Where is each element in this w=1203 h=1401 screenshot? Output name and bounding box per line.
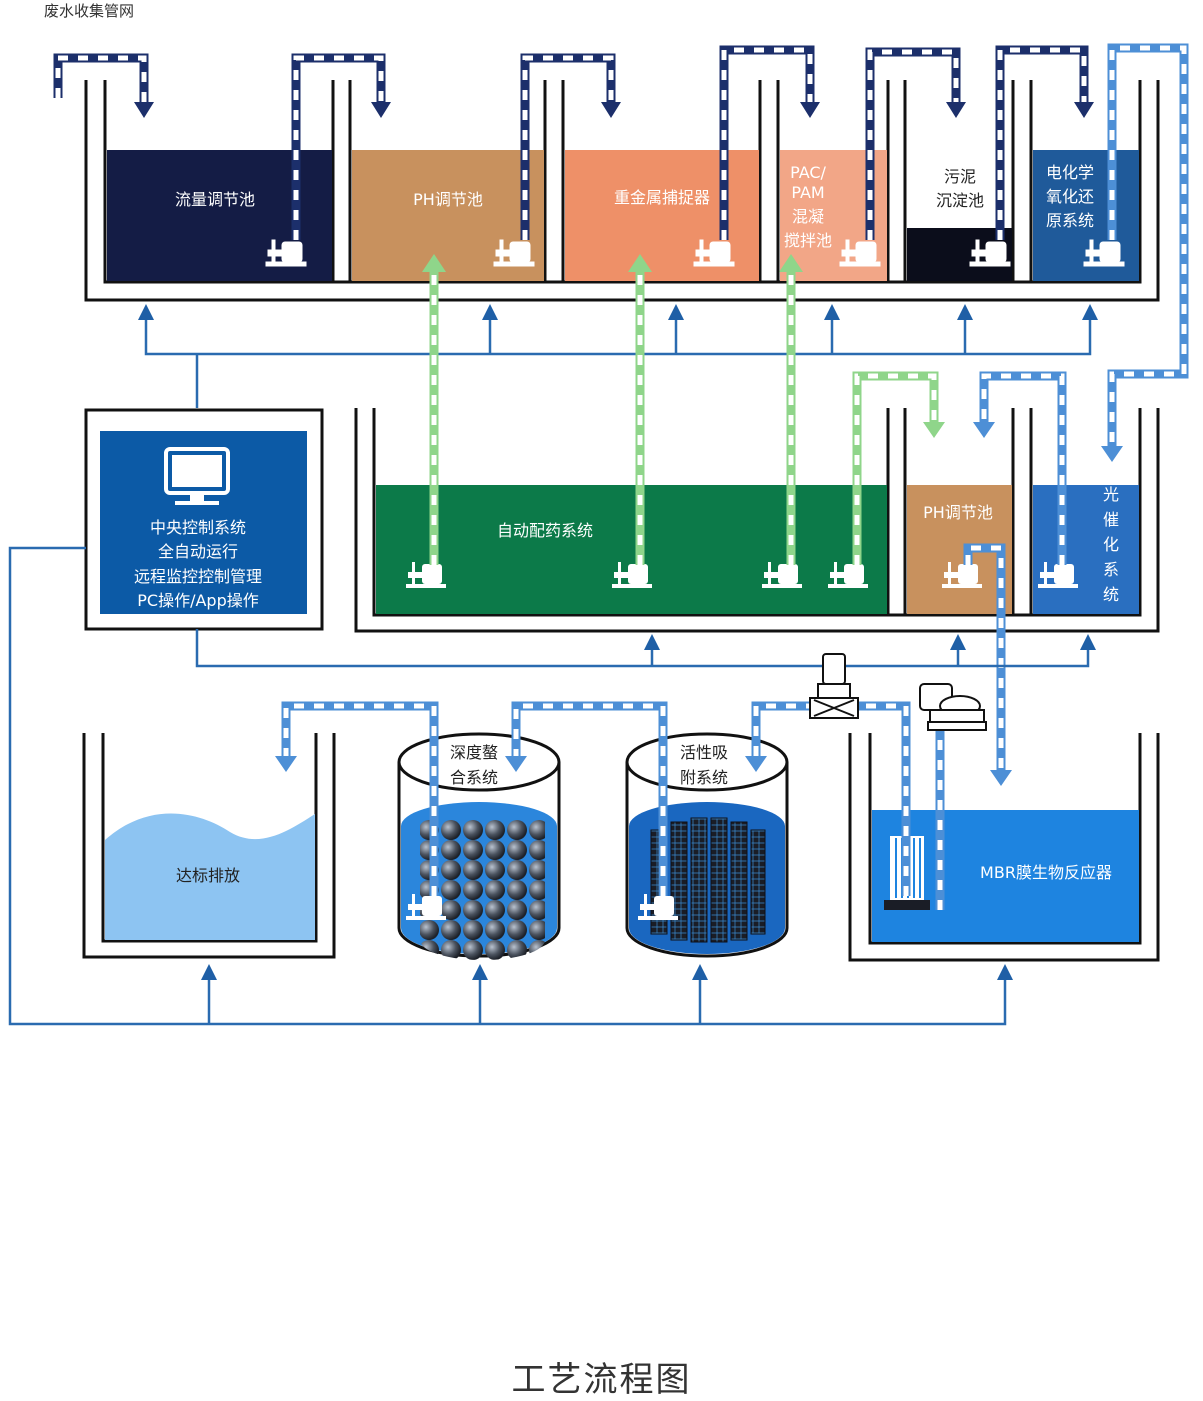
wastewater-collection-label: 废水收集管网 xyxy=(44,2,135,20)
photocatalysis-char-5: 统 xyxy=(1103,585,1119,604)
control-line-2: 全自动运行 xyxy=(158,542,238,561)
computer-monitor-icon xyxy=(164,447,230,505)
tank-pac-pam-line-2: PAM xyxy=(791,183,824,202)
chelation-line-2: 合系统 xyxy=(450,768,498,787)
tank-electrochem-line-1: 电化学 xyxy=(1046,163,1094,182)
tank-heavy-metal-label: 重金属捕捉器 xyxy=(614,188,710,207)
tank-discharge-label: 达标排放 xyxy=(176,866,240,885)
photocatalysis-char-4: 系 xyxy=(1103,560,1119,579)
top-transfer-pipes xyxy=(53,45,1094,240)
central-control-box: 中央控制系统 全自动运行 远程监控控制管理 PC操作/App操作 xyxy=(84,408,324,631)
top-tank-row: 流量调节池 PH调节池 重金属捕捉器 PAC/ PAM 混凝 搅拌池 污泥 沉淀… xyxy=(53,45,1160,302)
tank-flow-equalization-label: 流量调节池 xyxy=(175,190,255,209)
control-arrows-top xyxy=(138,304,1098,320)
process-flow-diagram: 流量调节池 PH调节池 重金属捕捉器 PAC/ PAM 混凝 搅拌池 污泥 沉淀… xyxy=(8,43,1189,1026)
control-line-3: 远程监控控制管理 xyxy=(134,567,262,586)
control-signal-lines-top xyxy=(144,318,1092,408)
tank-pac-pam-line-4: 搅拌池 xyxy=(784,231,832,250)
diagram-caption: 工艺流程图 xyxy=(511,1360,692,1400)
heavy-metal-water xyxy=(565,150,759,281)
control-line-4: PC操作/App操作 xyxy=(137,591,258,610)
tank-ph-adjust-mid-label: PH调节池 xyxy=(923,503,993,522)
carbon-adsorption-cylinder: 活性吸 附系统 xyxy=(625,732,789,958)
carbon-line-2: 附系统 xyxy=(680,768,728,787)
middle-tank-row: 自动配药系统 PH调节池 光 催 化 系 统 xyxy=(354,408,1160,633)
discharge-tank: 达标排放 xyxy=(82,733,336,959)
chelation-cylinder: 深度螯 合系统 xyxy=(397,732,561,961)
tank-mbr-label: MBR膜生物反应器 xyxy=(980,863,1112,882)
tank-sludge-line-2: 沉淀池 xyxy=(936,191,984,210)
tank-dosing-label: 自动配药系统 xyxy=(497,521,593,540)
air-blower-icon xyxy=(919,683,987,731)
dosing-pipes xyxy=(422,254,945,565)
tank-ph-adjust-label: PH调节池 xyxy=(413,190,483,209)
control-signal-lines-middle xyxy=(195,629,1090,668)
carbon-line-1: 活性吸 xyxy=(680,743,728,762)
tank-electrochem-line-3: 原系统 xyxy=(1046,211,1094,230)
tank-pac-pam-line-3: 混凝 xyxy=(792,207,824,226)
dosing-water xyxy=(376,485,887,614)
tank-sludge-line-1: 污泥 xyxy=(944,167,976,186)
pump-icon xyxy=(406,562,1078,588)
photocatalysis-char-2: 催 xyxy=(1103,510,1119,529)
control-signal-lines-bottom xyxy=(8,546,1007,1026)
photocatalysis-char-3: 化 xyxy=(1103,535,1119,554)
electrochem-water xyxy=(1033,150,1139,281)
pump-icon xyxy=(265,239,1125,267)
tank-pac-pam-line-1: PAC/ xyxy=(790,163,826,182)
tank-electrochem-line-2: 氧化还 xyxy=(1046,187,1094,206)
photocatalysis-char-1: 光 xyxy=(1103,485,1119,504)
chelation-line-1: 深度螯 xyxy=(450,743,498,762)
inline-pump-icon xyxy=(809,653,859,719)
control-line-1: 中央控制系统 xyxy=(150,518,246,537)
pump-icon xyxy=(406,894,678,920)
photocatalysis-water xyxy=(1033,485,1139,614)
